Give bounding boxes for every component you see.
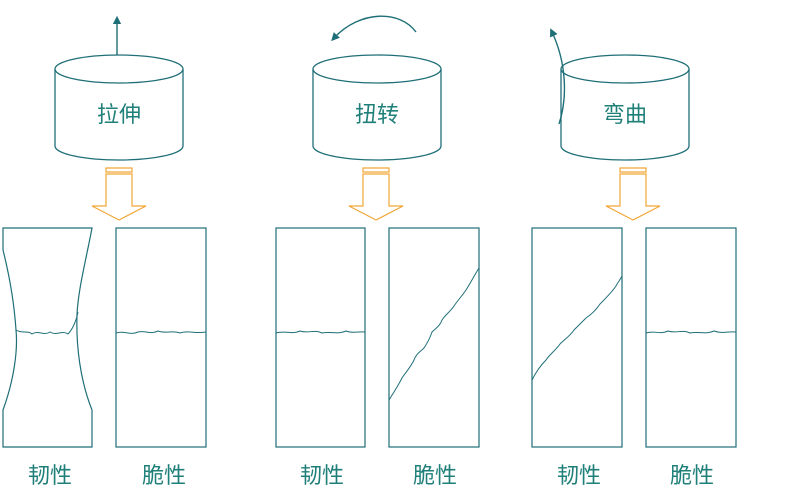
bending-brittle-specimen xyxy=(645,227,737,448)
group-tension: 拉伸 韧性 脆性 xyxy=(2,15,207,489)
bending-ductile-specimen xyxy=(531,227,623,448)
tension-cylinder: 拉伸 xyxy=(54,54,184,161)
bending-cylinder: 弯曲 xyxy=(560,54,690,161)
bending-ductile-label: 韧性 xyxy=(557,464,601,489)
bending-brittle-label: 脆性 xyxy=(670,464,714,489)
group-bending: 弯曲 韧性 脆性 xyxy=(531,28,737,489)
tension-brittle-label: 脆性 xyxy=(142,464,186,489)
tension-ductile-label: 韧性 xyxy=(28,464,72,489)
torsion-ductile-specimen xyxy=(275,227,366,448)
torsion-label: 扭转 xyxy=(355,103,399,128)
tension-brittle-specimen xyxy=(115,227,207,448)
bending-load-arrow xyxy=(549,28,566,125)
torsion-brittle-label: 脆性 xyxy=(413,464,457,489)
tension-ductile-specimen xyxy=(2,227,93,448)
torsion-down-arrow xyxy=(348,167,404,221)
torsion-brittle-specimen xyxy=(388,227,480,448)
tension-down-arrow xyxy=(91,167,147,221)
tension-label: 拉伸 xyxy=(97,103,141,128)
bending-down-arrow xyxy=(605,167,661,221)
torsion-ductile-label: 韧性 xyxy=(300,464,344,489)
group-torsion: 扭转 韧性 脆性 xyxy=(275,15,480,489)
torsion-cylinder: 扭转 xyxy=(312,54,442,161)
bending-label: 弯曲 xyxy=(603,103,647,128)
torsion-load-arrow xyxy=(331,15,417,42)
